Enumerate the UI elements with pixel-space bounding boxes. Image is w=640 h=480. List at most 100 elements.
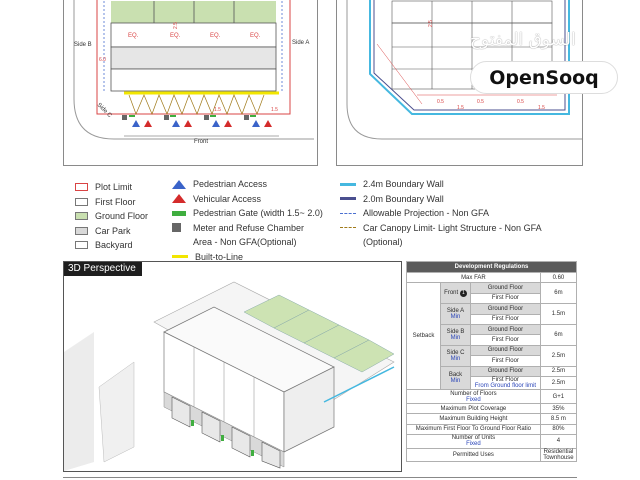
front-badge: 1 — [459, 289, 467, 297]
table-cell: 0.60 — [539, 271, 578, 284]
table-cell: 6m — [539, 282, 578, 305]
meter-refuse-swatch — [172, 223, 181, 233]
legend-item: Area - Non GFA(Optional) — [172, 235, 323, 250]
eq-label: EQ. — [128, 33, 139, 39]
front-label: Front — [194, 139, 208, 145]
first-floor-swatch — [75, 197, 88, 206]
legend-label: 2.0m Boundary Wall — [363, 193, 444, 204]
table-cell: 2.5m — [539, 375, 578, 391]
opensooq-logo: OpenSooq — [470, 61, 618, 94]
table-cell: Maximum First Floor To Ground Floor Rati… — [406, 423, 541, 436]
uses-value: Residential — [543, 448, 574, 455]
side-c-label: Side C — [446, 349, 465, 356]
boundary-wall-24-swatch — [340, 182, 356, 186]
pedestrian-gate-swatch — [172, 210, 186, 216]
table-cell: 1.5m — [539, 303, 578, 325]
dim-label: 2.5 — [173, 22, 179, 29]
legend-label: 2.4m Boundary Wall — [363, 179, 444, 189]
table-row: Maximum Plot Coverage 35% — [406, 402, 578, 415]
table-cell: 2.5m — [539, 344, 578, 367]
units-label: Number of Units — [451, 435, 496, 442]
front-label: Front — [444, 289, 459, 296]
legend-item: (Optional) — [340, 235, 542, 250]
legend-item: Built-to-Line — [172, 250, 323, 265]
legend-item: Vehicular Access — [172, 192, 323, 207]
first-floor-label: First Floor — [491, 377, 519, 384]
table-cell: 8.5 m — [539, 413, 578, 425]
eq-label: EQ. — [210, 33, 221, 39]
table-header-row: Development Regulations — [406, 261, 577, 273]
legend-item: 2.0m Boundary Wall — [340, 192, 542, 207]
backyard-swatch — [75, 241, 88, 250]
legend-item: Plot Limit — [75, 180, 148, 195]
watermark-arabic: السوق المفتوح — [470, 30, 576, 50]
min-label: Min — [450, 314, 461, 321]
boundary-wall-20-swatch — [340, 197, 356, 201]
table-cell: First Floor — [470, 355, 541, 367]
table-cell: First Floor — [470, 292, 541, 305]
dim-label: 1.5 — [271, 107, 278, 113]
eq-label: EQ. — [250, 33, 261, 39]
legend-label: Plot Limit — [95, 182, 133, 192]
legend-label-continued: (Optional) — [363, 237, 403, 247]
legend-item: Ground Floor — [75, 209, 148, 224]
table-title: Development Regulations — [406, 261, 577, 273]
legend-label: Meter and Refuse Chamber — [193, 222, 305, 233]
floors-label: Number of Floors — [450, 390, 497, 397]
fixed-label: Fixed — [466, 396, 481, 403]
table-cell: Maximum Plot Coverage — [406, 402, 541, 415]
from-gf-limit-label: From Ground floor limit — [474, 383, 537, 390]
legend-label: Allowable Projection - Non GFA — [363, 208, 490, 218]
perspective-panel: 3D Perspective — [63, 261, 402, 472]
table-cell: Front 1 — [440, 282, 471, 305]
development-regulations-table: Development Regulations Max FAR 0.60 Set… — [406, 261, 578, 463]
site-plan-left-drawing: EQ. EQ. EQ. EQ. 6.0 2.5 1.5 1.5 Side B S… — [73, 0, 314, 145]
allowable-projection-swatch — [340, 212, 356, 214]
uses-value: Townhouse — [543, 454, 574, 461]
table-cell: Ground Floor — [470, 282, 541, 294]
min-label: Min — [450, 334, 461, 341]
car-canopy-swatch — [340, 227, 356, 229]
site-plan-left: EQ. EQ. EQ. EQ. 6.0 2.5 1.5 1.5 Side B S… — [63, 0, 318, 166]
table-cell: First Floor — [470, 313, 541, 325]
table-cell: Permitted Uses — [406, 447, 541, 463]
built-to-line-swatch — [172, 255, 188, 259]
bottom-divider — [63, 477, 577, 480]
legend-item: Allowable Projection - Non GFA — [340, 206, 542, 221]
legend-label: Pedestrian Access — [193, 179, 268, 189]
car-park-swatch — [75, 226, 88, 235]
table-cell: 2.5m — [539, 365, 578, 377]
setback-label: Setback — [406, 282, 441, 391]
table-cell: 80% — [539, 423, 578, 436]
table-cell: Ground Floor — [470, 344, 541, 357]
legend-label: Car Canopy Limit- Light Structure - Non … — [363, 222, 542, 233]
table-cell: Ground Floor — [470, 303, 541, 315]
table-row: Maximum First Floor To Ground Floor Rati… — [406, 423, 578, 436]
side-b-label: Side B — [74, 42, 92, 48]
table-cell: First Floor — [470, 334, 541, 346]
side-a-label: Side A — [292, 40, 309, 46]
table-cell: 35% — [539, 402, 578, 415]
side-c-label: Side C — [96, 102, 113, 119]
ground-floor-swatch — [75, 212, 88, 221]
dim-label: 1.5 — [538, 105, 545, 111]
eq-label: EQ. — [170, 33, 181, 39]
legend-access: Pedestrian Access Vehicular Access Pedes… — [172, 177, 323, 264]
dim-label: 1.5 — [457, 105, 464, 111]
legend-label: Vehicular Access — [193, 193, 262, 204]
fixed-label: Fixed — [466, 441, 481, 448]
legend-label-continued: Area - Non GFA(Optional) — [193, 237, 297, 247]
table-cell: 6m — [539, 323, 578, 346]
side-a-label: Side A — [446, 308, 465, 315]
